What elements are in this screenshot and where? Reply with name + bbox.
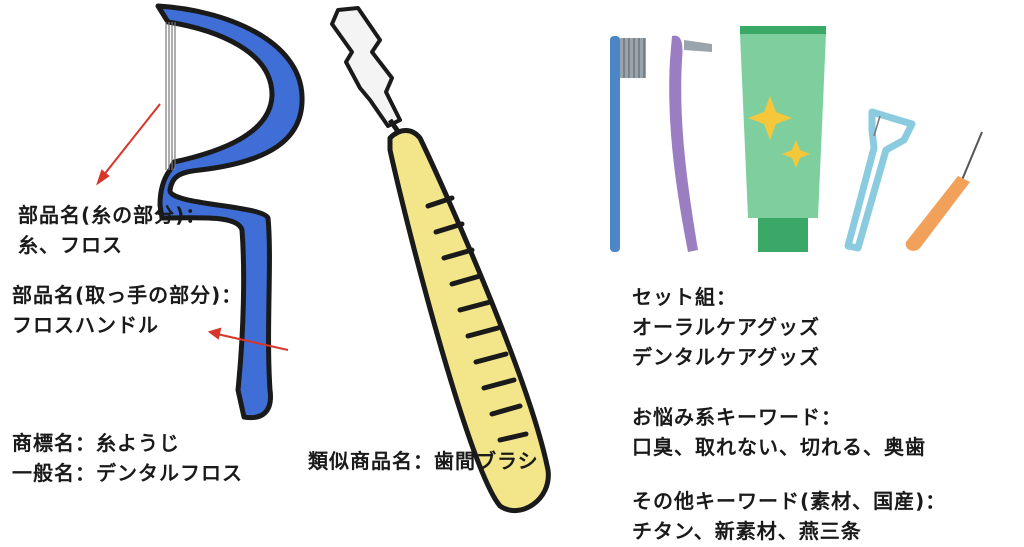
handle-arrow-head [207,327,222,340]
label-brand-line2: 一般名：デンタルフロス [12,461,243,485]
label-worry-line1: お悩み系キーワード： [632,405,842,429]
brush-grip-lines [425,195,529,443]
label-handle-part: 部品名(取っ手の部分)： フロスハンドル [12,280,242,340]
label-worry-keywords: お悩み系キーワード： 口臭、取れない、切れる、奥歯 [632,402,926,462]
label-set-line3: デンタルケアグッズ [632,345,820,369]
sparkle-icon [782,140,810,168]
label-set-line2: オーラルケアグッズ [632,315,820,339]
label-other-line2: チタン、新素材、燕三条 [632,519,862,543]
thread-arrow-head [96,169,110,186]
label-thread-part-line2: 糸、フロス [18,233,123,257]
label-other-keywords: その他キーワード(素材、国産)： チタン、新素材、燕三条 [632,486,946,546]
label-set-line1: セット組： [632,285,737,309]
floss-thread [165,22,176,170]
label-similar-product: 類似商品名：歯間ブラシ [308,446,539,476]
interdental-brush-illustration [330,6,551,514]
label-handle-part-line1: 部品名(取っ手の部分)： [12,283,243,307]
label-thread-part: 部品名(糸の部分)： 糸、フロス [18,200,206,260]
label-brand: 商標名：糸ようじ 一般名：デンタルフロス [12,428,243,488]
label-brand-line1: 商標名：糸ようじ [12,431,180,455]
toothpaste-icon [740,26,826,252]
label-thread-part-line1: 部品名(糸の部分)： [18,203,207,227]
label-similar-product-text: 類似商品名：歯間ブラシ [308,449,539,473]
toothbrush-blue-icon [610,36,646,252]
label-other-line1: その他キーワード(素材、国産)： [632,489,947,513]
floss-pick-icon [844,108,916,252]
toothbrush-purple-icon [669,35,712,253]
small-brush-icon [905,131,983,251]
brush-handle [387,128,551,514]
handle-arrow [216,333,289,351]
label-worry-line2: 口臭、取れない、切れる、奥歯 [632,435,926,459]
arrows [96,103,289,351]
floss-handle-illustration [155,3,305,421]
floss-handle-shape [155,3,305,421]
thread-arrow [102,103,161,177]
label-set: セット組： オーラルケアグッズ デンタルケアグッズ [632,282,820,372]
label-handle-part-line2: フロスハンドル [12,313,159,337]
sparkle-icon [748,96,792,140]
